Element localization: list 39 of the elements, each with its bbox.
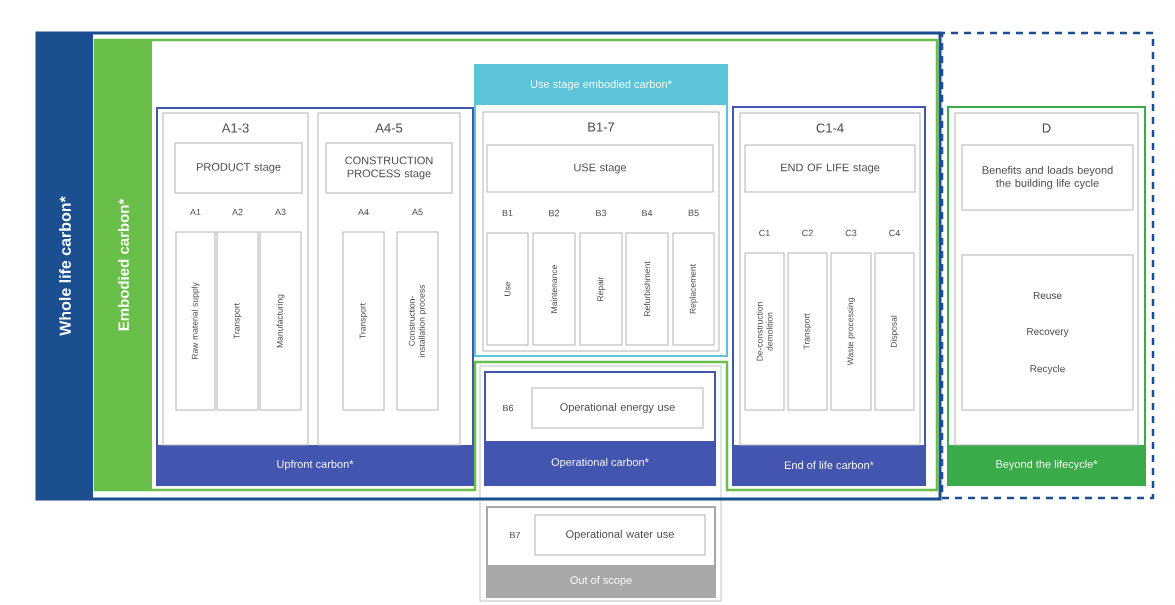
stage-box: Benefits and loads beyond the building life cycle xyxy=(961,144,1134,211)
module-code: A1 xyxy=(190,208,201,216)
process-box: Refurbishment xyxy=(625,232,669,346)
dashed-frame xyxy=(940,31,1155,500)
module-code: A5 xyxy=(412,208,423,216)
stage-box: END OF LIFE stage xyxy=(744,144,916,193)
stage-box: PRODUCT stage xyxy=(174,142,303,194)
module-code: A2 xyxy=(232,208,243,216)
process-box: Manufacturing xyxy=(259,231,302,411)
process-box: Maintenance xyxy=(532,232,576,346)
module-code: B2 xyxy=(549,209,560,217)
process-box: Transport xyxy=(787,252,828,411)
process-box: Use xyxy=(486,232,529,346)
stage-box: Operational water use xyxy=(534,514,706,556)
process-box: Replacement xyxy=(672,232,715,346)
module-code: B4 xyxy=(642,209,653,217)
module-code: B1 xyxy=(502,209,513,217)
module-code: B7 xyxy=(510,531,521,539)
stage-box: USE stage xyxy=(486,144,714,193)
module-code: A3 xyxy=(275,208,286,216)
process-box: Disposal xyxy=(874,252,915,411)
module-code: B3 xyxy=(596,209,607,217)
module-code: B6 xyxy=(503,404,514,412)
module-code: A4 xyxy=(358,208,369,216)
module-code: B5 xyxy=(688,209,699,217)
module-code: C2 xyxy=(802,229,813,237)
process-box: Construction-installation process xyxy=(396,231,439,411)
module-code: C1 xyxy=(759,229,770,237)
process-box: Repair xyxy=(579,232,623,346)
stage-box: Operational energy use xyxy=(531,387,704,429)
process-box: Transport xyxy=(216,231,259,411)
process-box: Transport xyxy=(342,231,385,411)
process-box: Raw material supply xyxy=(175,231,216,411)
process-box: De-construction demolition xyxy=(744,252,785,411)
module-code: C4 xyxy=(889,229,900,237)
stage-box: CONSTRUCTION PROCESS stage xyxy=(325,142,453,194)
module-code: C3 xyxy=(845,229,857,237)
list-box: Reuse Recovery Recycle xyxy=(961,254,1134,411)
process-box: Waste processing xyxy=(830,252,872,411)
